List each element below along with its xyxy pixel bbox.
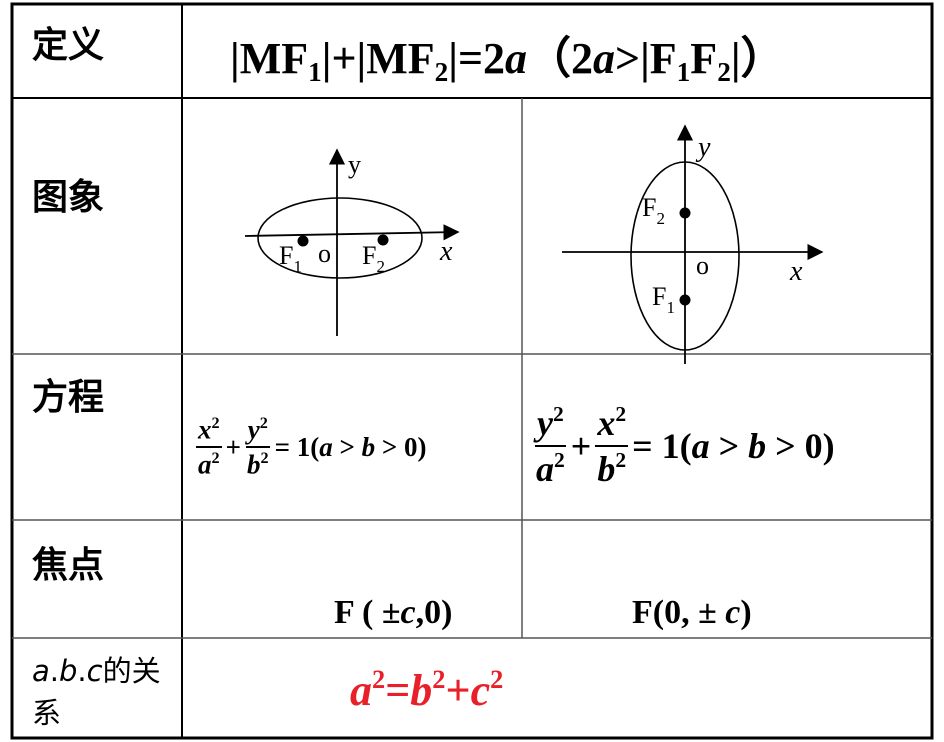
ellipse-curve <box>257 197 423 279</box>
definition-formula: |MF1|+|MF2|=2a（2a>|F1F2|） <box>230 34 785 88</box>
focus-vertical: F(0, ± c) <box>632 594 752 631</box>
x-label: x <box>439 236 453 267</box>
relation-formula: a2=b2+c2 <box>350 664 504 716</box>
f1-label: F1 <box>652 282 675 317</box>
origin-label: o <box>696 251 709 280</box>
y-label: y <box>695 132 711 163</box>
f2-label: F2 <box>642 193 665 228</box>
f1-label: F1 <box>279 241 302 276</box>
x-axis <box>244 224 460 241</box>
focus-point-f2 <box>377 234 389 246</box>
focus-point-f2 <box>679 207 691 219</box>
focus-horizontal: F ( ±c,0) <box>334 594 453 631</box>
label-equation: 方程 <box>32 377 105 418</box>
origin-label: o <box>318 239 331 268</box>
label-relation: a.b.c的关 系 <box>32 654 161 730</box>
label-focus: 焦点 <box>32 545 105 586</box>
f2-label: F2 <box>362 241 385 276</box>
y-label: y <box>348 150 361 179</box>
focus-point-f1 <box>297 235 309 247</box>
focus-point-f1 <box>679 294 691 306</box>
label-graph: 图象 <box>32 177 105 218</box>
label-definition: 定义 <box>32 25 105 66</box>
x-label: x <box>789 256 803 287</box>
